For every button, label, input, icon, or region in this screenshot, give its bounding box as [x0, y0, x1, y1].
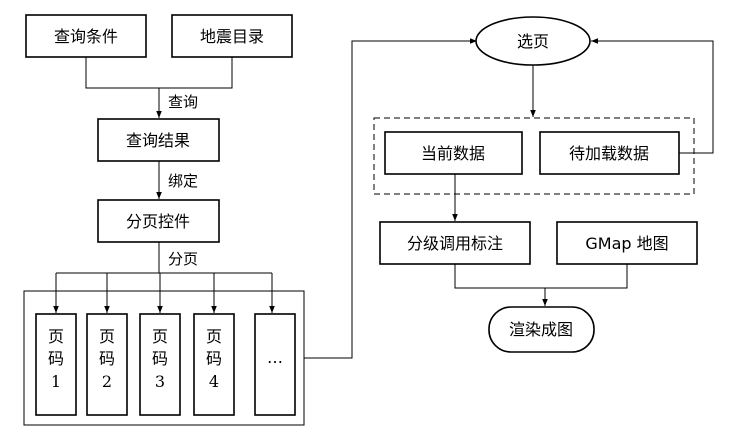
merge-connector [85, 57, 233, 89]
page-box-4: 页 码 4 [193, 313, 235, 416]
page-box-3: 页 码 3 [139, 313, 181, 416]
select-page-label: 选页 [517, 32, 549, 51]
page-3-char-1: 页 [152, 327, 168, 346]
page-2-number: 2 [102, 372, 112, 391]
page-1-char-1: 页 [48, 327, 64, 346]
current-data-label: 当前数据 [421, 144, 485, 163]
graded-labels-label: 分级调用标注 [407, 234, 503, 253]
edge-label-query: 查询 [168, 93, 198, 111]
page-3-number: 3 [155, 372, 165, 391]
merge-to-render [454, 264, 628, 289]
page-3-char-2: 码 [152, 349, 168, 368]
page-box-1: 页 码 1 [35, 313, 77, 416]
select-page-node: 选页 [475, 16, 591, 66]
page-4-number: 4 [209, 372, 219, 391]
pager-control-box: 分页控件 [97, 199, 220, 243]
pager-control-label: 分页控件 [126, 212, 190, 231]
more-pages-ellipsis: … [267, 348, 283, 367]
query-results-label: 查询结果 [126, 131, 190, 150]
graded-labels-box: 分级调用标注 [379, 221, 531, 265]
query-conditions-label: 查询条件 [54, 27, 118, 46]
arrow-pages-to-select [304, 38, 477, 359]
render-label: 渲染成图 [509, 320, 573, 339]
edge-label-paging: 分页 [168, 250, 198, 268]
query-conditions-box: 查询条件 [25, 14, 147, 58]
quake-catalog-label: 地震目录 [200, 27, 264, 46]
page-box-more: … [254, 313, 296, 416]
data-group-dashed [373, 117, 695, 195]
arrow-pending-to-select [591, 38, 714, 154]
quake-catalog-box: 地震目录 [171, 14, 293, 58]
pending-data-label: 待加载数据 [569, 144, 649, 163]
edge-label-bind: 绑定 [168, 172, 198, 190]
page-1-number: 1 [51, 372, 61, 391]
page-1-char-2: 码 [48, 349, 64, 368]
gmap-label: GMap 地图 [585, 234, 668, 253]
pending-data-box: 待加载数据 [539, 131, 680, 175]
page-2-char-1: 页 [99, 327, 115, 346]
page-4-char-1: 页 [206, 327, 222, 346]
page-box-2: 页 码 2 [86, 313, 128, 416]
query-results-box: 查询结果 [97, 118, 220, 162]
page-4-char-2: 码 [206, 349, 222, 368]
render-node: 渲染成图 [488, 306, 595, 353]
current-data-box: 当前数据 [384, 131, 523, 175]
gmap-box: GMap 地图 [556, 221, 698, 265]
page-2-char-2: 码 [99, 349, 115, 368]
